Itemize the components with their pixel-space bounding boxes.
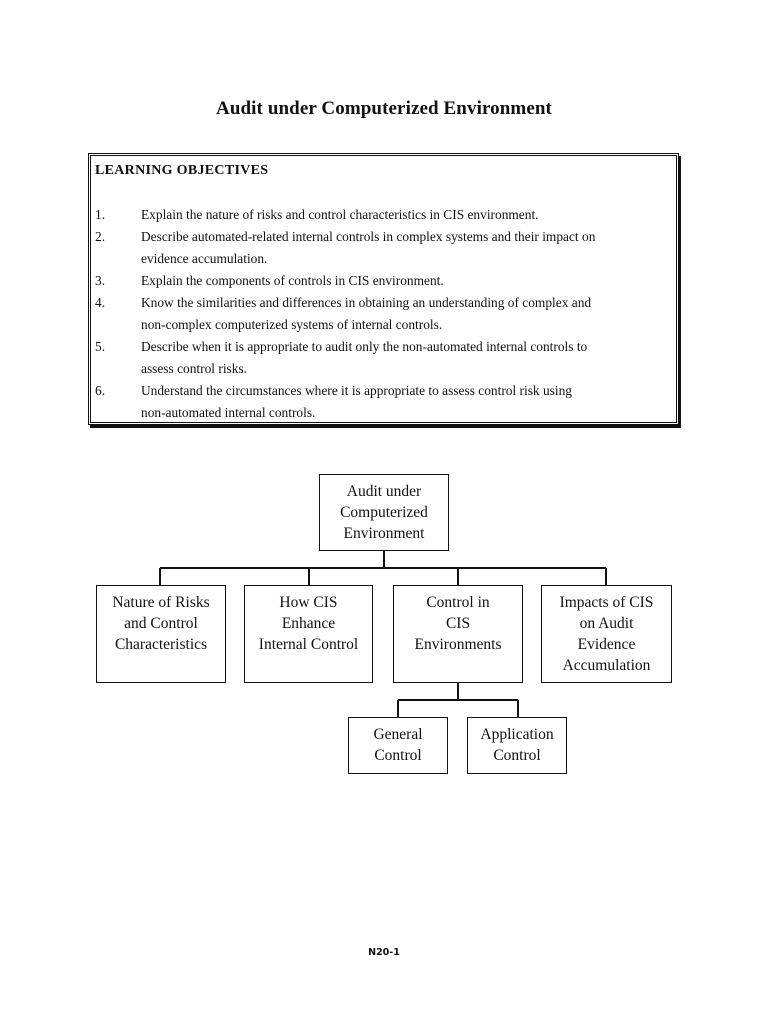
node-label-line: Control in (426, 594, 490, 611)
node-label-line: Environment (343, 525, 425, 542)
node-label-line: and Control (124, 615, 198, 632)
node-label-line: Internal Control (258, 636, 359, 653)
node-label-line: CIS (445, 615, 471, 632)
objective-text-line: Describe automated-related internal cont… (141, 229, 596, 244)
objective-text-line: Explain the nature of risks and control … (141, 207, 539, 222)
objective-text-line: Understand the circumstances where it is… (141, 383, 572, 398)
node-label-line: Nature of Risks (112, 594, 210, 611)
objective-text-line: Know the similarities and differences in… (141, 295, 592, 310)
node-label-line: How CIS (279, 594, 338, 611)
objective-number: 6. (95, 383, 106, 398)
objective-item: 3. Explain the components of controls in… (95, 270, 673, 292)
node-control-in-cis-environments: Control in CIS Environments (393, 585, 523, 683)
node-how-cis-enhance-internal-control: How CIS Enhance Internal Control (244, 585, 373, 683)
node-label-line: Audit under (346, 483, 422, 500)
objective-text-line: Describe when it is appropriate to audit… (141, 339, 588, 354)
objective-text-line: evidence accumulation. (141, 251, 268, 266)
objective-item: 1. Explain the nature of risks and contr… (95, 204, 673, 226)
learning-objectives-box: LEARNING OBJECTIVES 1. Explain the natur… (88, 153, 679, 425)
objective-number: 4. (95, 295, 106, 310)
node-label-line: Environments (414, 636, 502, 653)
objective-item: 4. Know the similarities and differences… (95, 292, 673, 336)
node-general-control: General Control (348, 717, 448, 774)
node-label-line: Accumulation (562, 657, 651, 674)
node-label-line: General (373, 726, 423, 743)
node-label-line: Characteristics (114, 636, 208, 653)
node-label-line: Computerized (340, 504, 428, 521)
node-audit-under-computerized-environment: Audit under Computerized Environment (319, 474, 449, 551)
objective-text-line: non-complex computerized systems of inte… (141, 317, 443, 332)
node-label-line: Evidence (577, 636, 636, 653)
node-label-line: Impacts of CIS (559, 594, 654, 611)
objective-text-line: assess control risks. (141, 361, 248, 376)
objective-item: 5. Describe when it is appropriate to au… (95, 336, 673, 380)
objective-number: 2. (95, 229, 106, 244)
page-number: N20-1 (368, 947, 400, 958)
node-nature-of-risks: Nature of Risks and Control Characterist… (96, 585, 226, 683)
page-title: Audit under Computerized Environment (216, 98, 552, 119)
objective-item: 2. Describe automated-related internal c… (95, 226, 673, 270)
objectives-list: 1. Explain the nature of risks and contr… (95, 204, 673, 424)
node-label-line: on Audit (579, 615, 634, 632)
objective-number: 3. (95, 273, 106, 288)
node-label-line: Control (374, 747, 422, 764)
objective-number: 1. (95, 207, 106, 222)
node-label-line: Application (480, 726, 554, 743)
objective-item: 6. Understand the circumstances where it… (95, 380, 673, 424)
objective-text-line: Explain the components of controls in CI… (141, 273, 444, 288)
node-label-line: Control (493, 747, 541, 764)
node-impacts-of-cis: Impacts of CIS on Audit Evidence Accumul… (541, 585, 672, 683)
node-label-line: Enhance (281, 615, 336, 632)
objective-number: 5. (95, 339, 106, 354)
objective-text-line: non-automated internal controls. (141, 405, 316, 420)
node-application-control: Application Control (467, 717, 567, 774)
objectives-heading: LEARNING OBJECTIVES (95, 163, 269, 178)
